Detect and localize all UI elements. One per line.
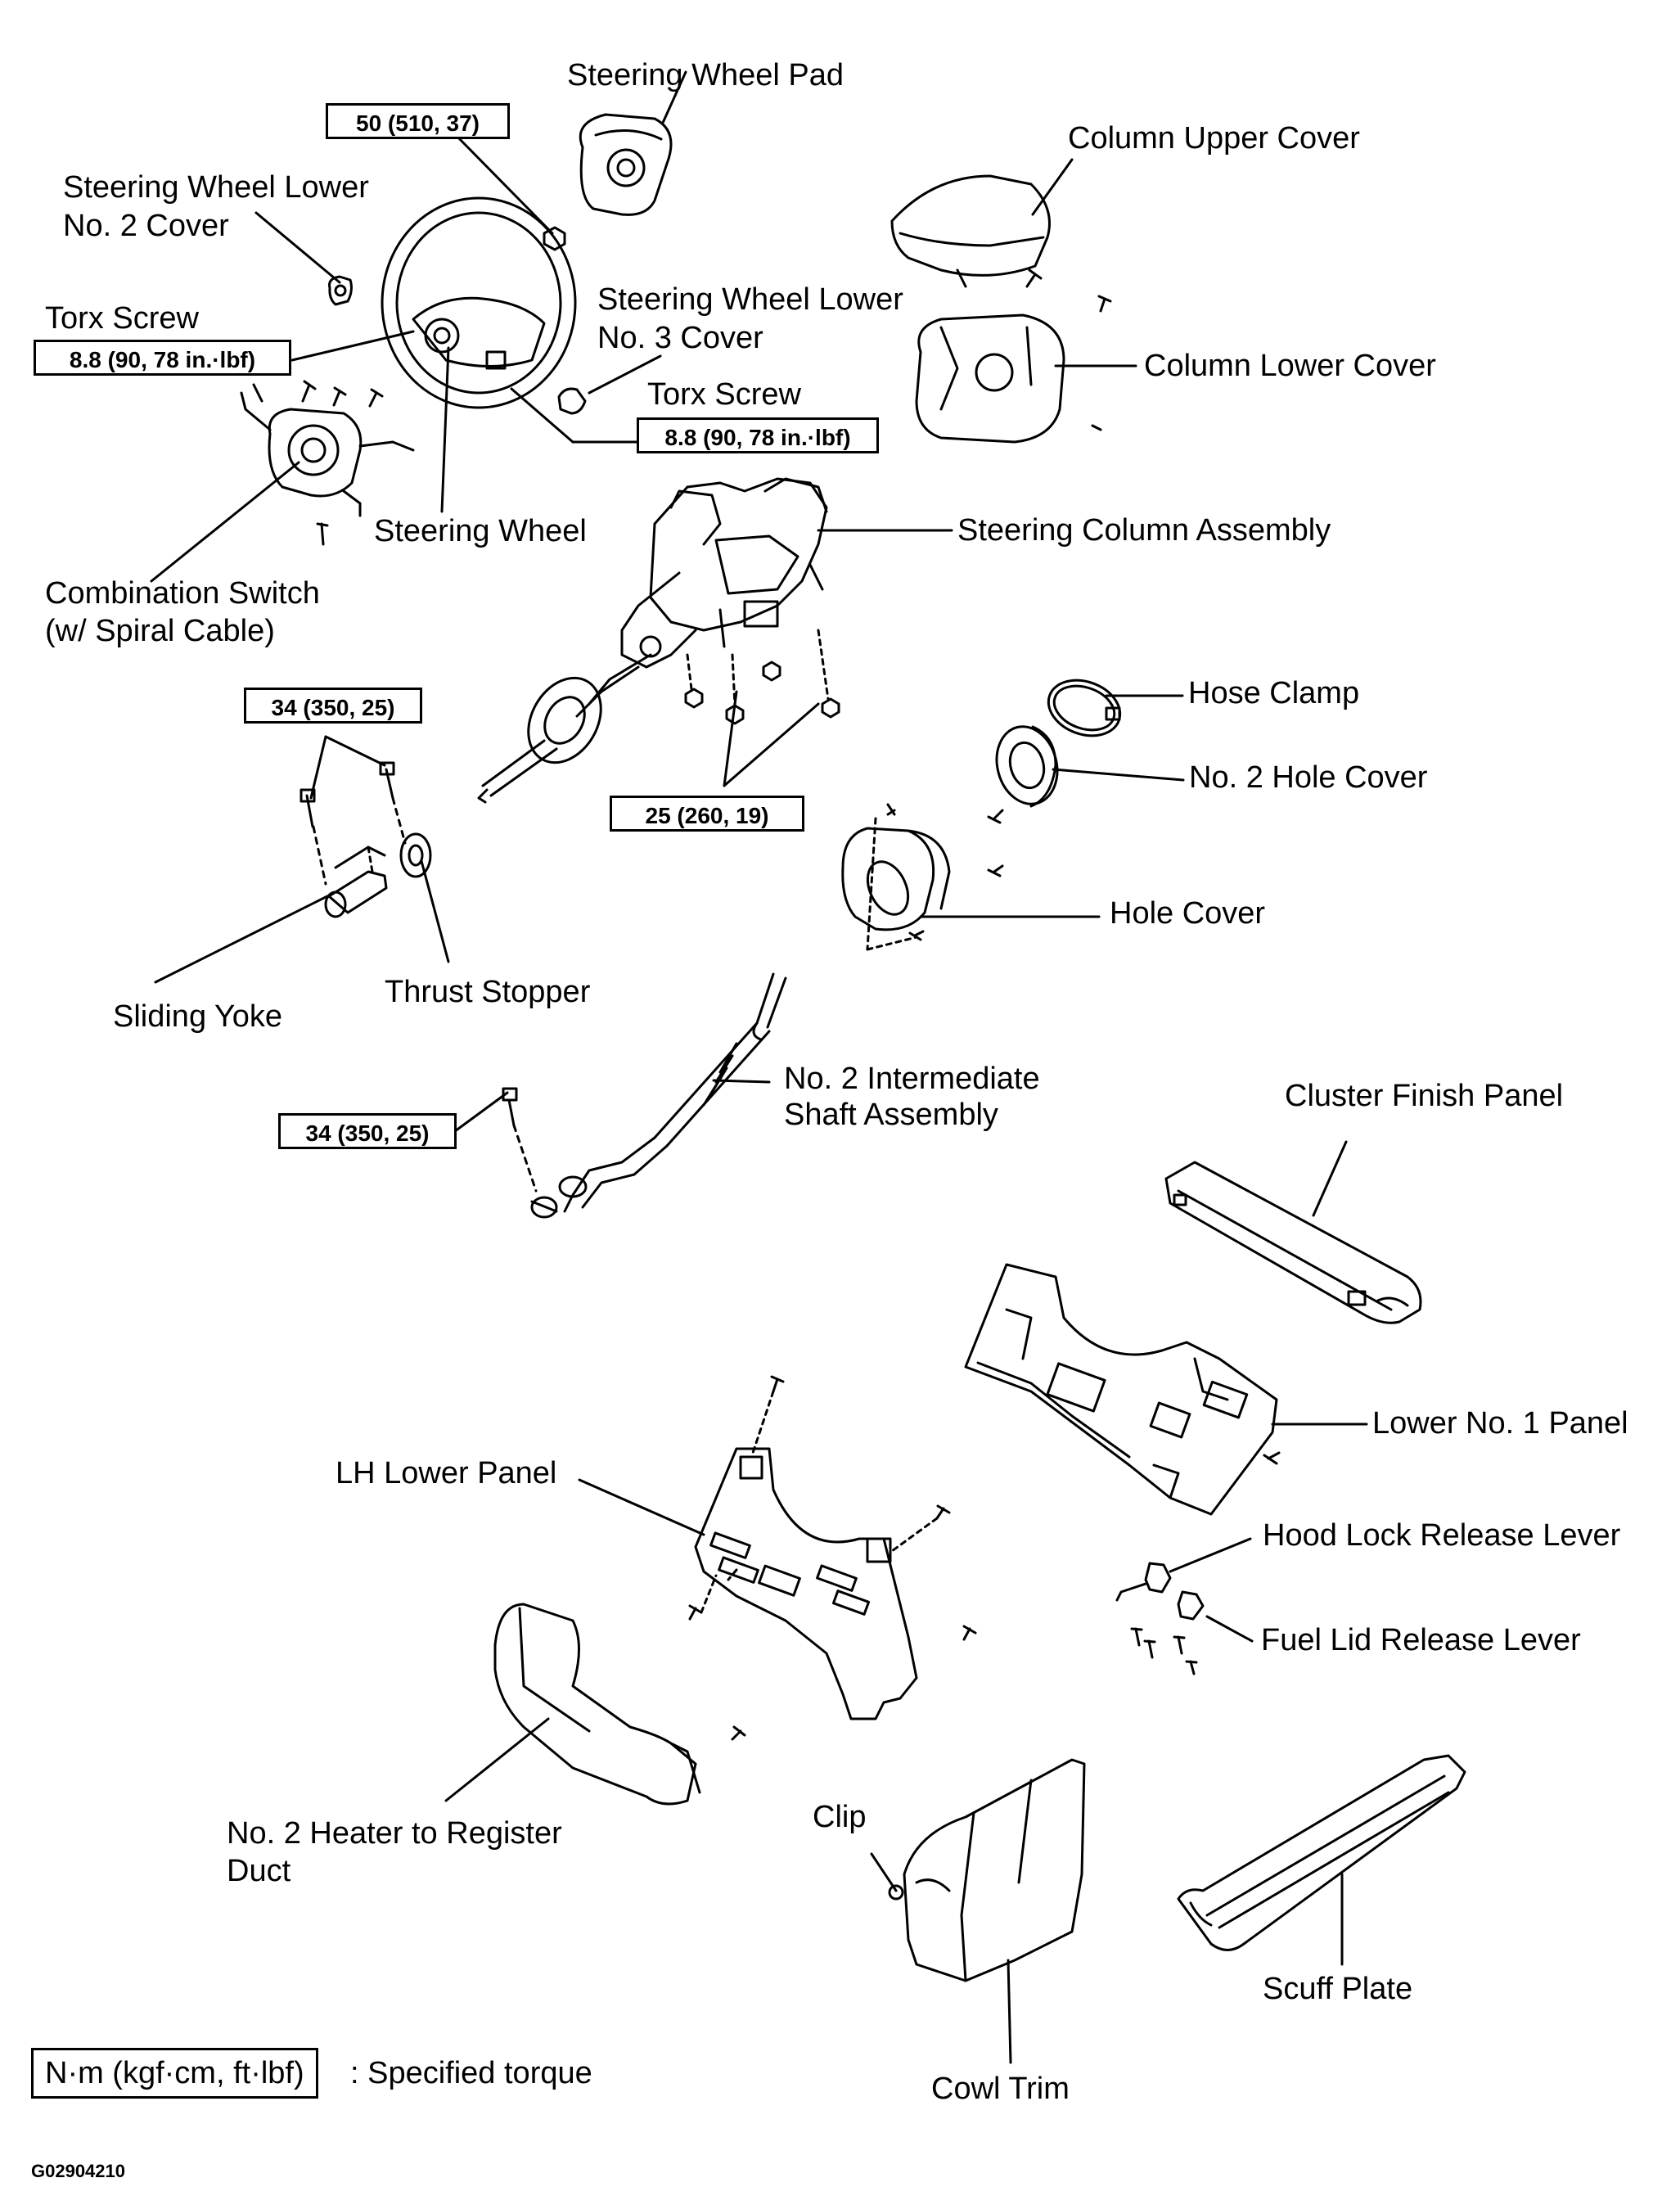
label-steering-wheel-lower-no3-cover-line1: Steering Wheel Lower — [597, 282, 903, 317]
label-combination-switch-line2: (w/ Spiral Cable) — [45, 614, 275, 648]
cover-screws — [1025, 268, 1112, 431]
cowl-trim-part — [903, 1758, 1086, 1982]
label-lh-lower-panel: LH Lower Panel — [336, 1456, 557, 1490]
lower-no1-screw — [1263, 1451, 1281, 1465]
label-sliding-yoke: Sliding Yoke — [113, 999, 283, 1034]
torque-pad-nut: 50 (510, 37) — [326, 103, 510, 139]
label-cowl-trim: Cowl Trim — [931, 2072, 1070, 2106]
legend-description: : Specified torque — [350, 2056, 592, 2090]
label-no2-intermediate-shaft-line2: Shaft Assembly — [784, 1098, 998, 1132]
column-nuts — [684, 629, 840, 725]
pad-nut — [543, 226, 566, 251]
column-lower-cover-part — [915, 313, 1065, 444]
duct-screw — [731, 1725, 746, 1741]
label-clip: Clip — [813, 1800, 867, 1834]
steering-wheel-pad-part — [579, 113, 673, 216]
no2-hole-cover-part — [995, 725, 1059, 808]
lh-lower-panel-part — [694, 1447, 918, 1720]
label-steering-column-assembly: Steering Column Assembly — [957, 513, 1331, 548]
column-upper-cover-part — [890, 174, 1051, 288]
label-no2-hole-cover: No. 2 Hole Cover — [1189, 760, 1428, 795]
label-steering-wheel-lower-no2-cover-line1: Steering Wheel Lower — [63, 170, 369, 205]
label-column-upper-cover: Column Upper Cover — [1068, 121, 1360, 156]
label-no2-heater-duct-line2: Duct — [227, 1854, 291, 1888]
label-combination-switch-line1: Combination Switch — [45, 576, 320, 611]
lh-lower-panel-screws — [688, 1375, 977, 1641]
hose-clamp-part — [1047, 679, 1122, 737]
hole-cover-part — [841, 827, 951, 931]
hole-cover-screws — [866, 803, 1004, 951]
heater-duct-part — [493, 1603, 701, 1806]
intermediate-shaft-part — [530, 972, 787, 1219]
label-steering-wheel-lower-no3-cover-line2: No. 3 Cover — [597, 321, 763, 355]
label-torx-screw-1: Torx Screw — [45, 301, 199, 336]
torque-shaft-bolt: 34 (350, 25) — [278, 1113, 457, 1149]
torque-torx-screw-1: 8.8 (90, 78 in.·lbf) — [34, 340, 291, 376]
hood-lock-release-lever-part — [1115, 1562, 1172, 1602]
fuel-lid-release-lever-part — [1177, 1590, 1205, 1621]
lower-no3-cover-part — [557, 387, 587, 415]
label-hole-cover: Hole Cover — [1110, 896, 1266, 931]
label-lower-no1-panel: Lower No. 1 Panel — [1372, 1406, 1628, 1441]
torque-column-nuts: 25 (260, 19) — [610, 796, 804, 832]
thrust-stopper-part — [399, 832, 432, 878]
label-steering-wheel: Steering Wheel — [374, 514, 587, 548]
label-thrust-stopper: Thrust Stopper — [385, 975, 591, 1009]
lower-no1-panel-part — [964, 1263, 1278, 1516]
combo-switch-screws — [301, 380, 384, 408]
sliding-yoke-part — [324, 845, 388, 918]
label-no2-heater-duct-line1: No. 2 Heater to Register — [227, 1816, 562, 1851]
figure-code: G02904210 — [31, 2161, 125, 2181]
label-hose-clamp: Hose Clamp — [1188, 676, 1360, 710]
shaft-bolt — [502, 1087, 538, 1193]
label-no2-intermediate-shaft-line1: No. 2 Intermediate — [784, 1062, 1040, 1096]
combination-switch-part — [240, 383, 415, 546]
label-column-lower-cover: Column Lower Cover — [1144, 349, 1436, 383]
label-torx-screw-2: Torx Screw — [647, 377, 801, 412]
yoke-bolts — [300, 761, 407, 886]
label-steering-wheel-pad: Steering Wheel Pad — [567, 58, 844, 92]
steering-wheel-part — [381, 196, 577, 409]
lever-screws — [1130, 1627, 1198, 1675]
torque-yoke-bolts: 34 (350, 25) — [244, 688, 422, 724]
clip-part — [888, 1884, 904, 1901]
torque-torx-screw-2: 8.8 (90, 78 in.·lbf) — [637, 417, 879, 453]
legend-unit-box: N·m (kgf·cm, ft·lbf) — [31, 2048, 318, 2099]
scuff-plate-part — [1177, 1754, 1466, 1951]
label-scuff-plate: Scuff Plate — [1263, 1972, 1413, 2006]
column-shaft — [477, 653, 652, 804]
steering-column-assembly-part — [620, 477, 828, 669]
lower-no2-cover-part — [328, 275, 353, 306]
label-fuel-lid-release-lever: Fuel Lid Release Lever — [1261, 1623, 1581, 1657]
cluster-finish-panel-part — [1164, 1161, 1422, 1324]
label-steering-wheel-lower-no2-cover-line2: No. 2 Cover — [63, 209, 229, 243]
label-cluster-finish-panel: Cluster Finish Panel — [1285, 1079, 1564, 1113]
label-hood-lock-release-lever: Hood Lock Release Lever — [1263, 1518, 1621, 1553]
